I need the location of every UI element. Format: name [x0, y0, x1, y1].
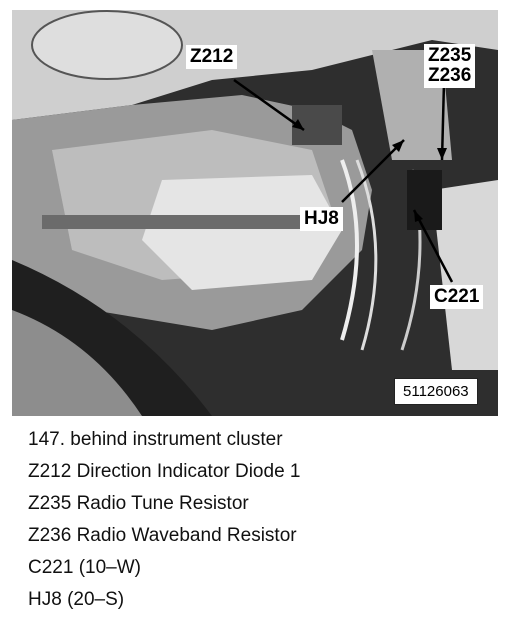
callout-z212: Z212	[186, 45, 238, 69]
caption: 147. behind instrument cluster Z212 Dire…	[28, 424, 498, 616]
callout-hj8: HJ8	[300, 207, 343, 231]
callout-c221: C221	[430, 285, 484, 309]
caption-title: 147. behind instrument cluster	[28, 429, 283, 450]
photo-illustration	[12, 10, 498, 416]
instrument-cluster-photo	[12, 10, 498, 416]
figure-number: 51126063	[394, 378, 478, 405]
caption-item: Z236 Radio Waveband Resistor	[28, 525, 297, 546]
caption-item: Z212 Direction Indicator Diode 1	[28, 461, 301, 482]
callout-z236: Z236	[424, 64, 476, 88]
caption-item: HJ8 (20–S)	[28, 589, 125, 610]
caption-item: C221 (10–W)	[28, 557, 141, 578]
caption-item: Z235 Radio Tune Resistor	[28, 493, 249, 514]
